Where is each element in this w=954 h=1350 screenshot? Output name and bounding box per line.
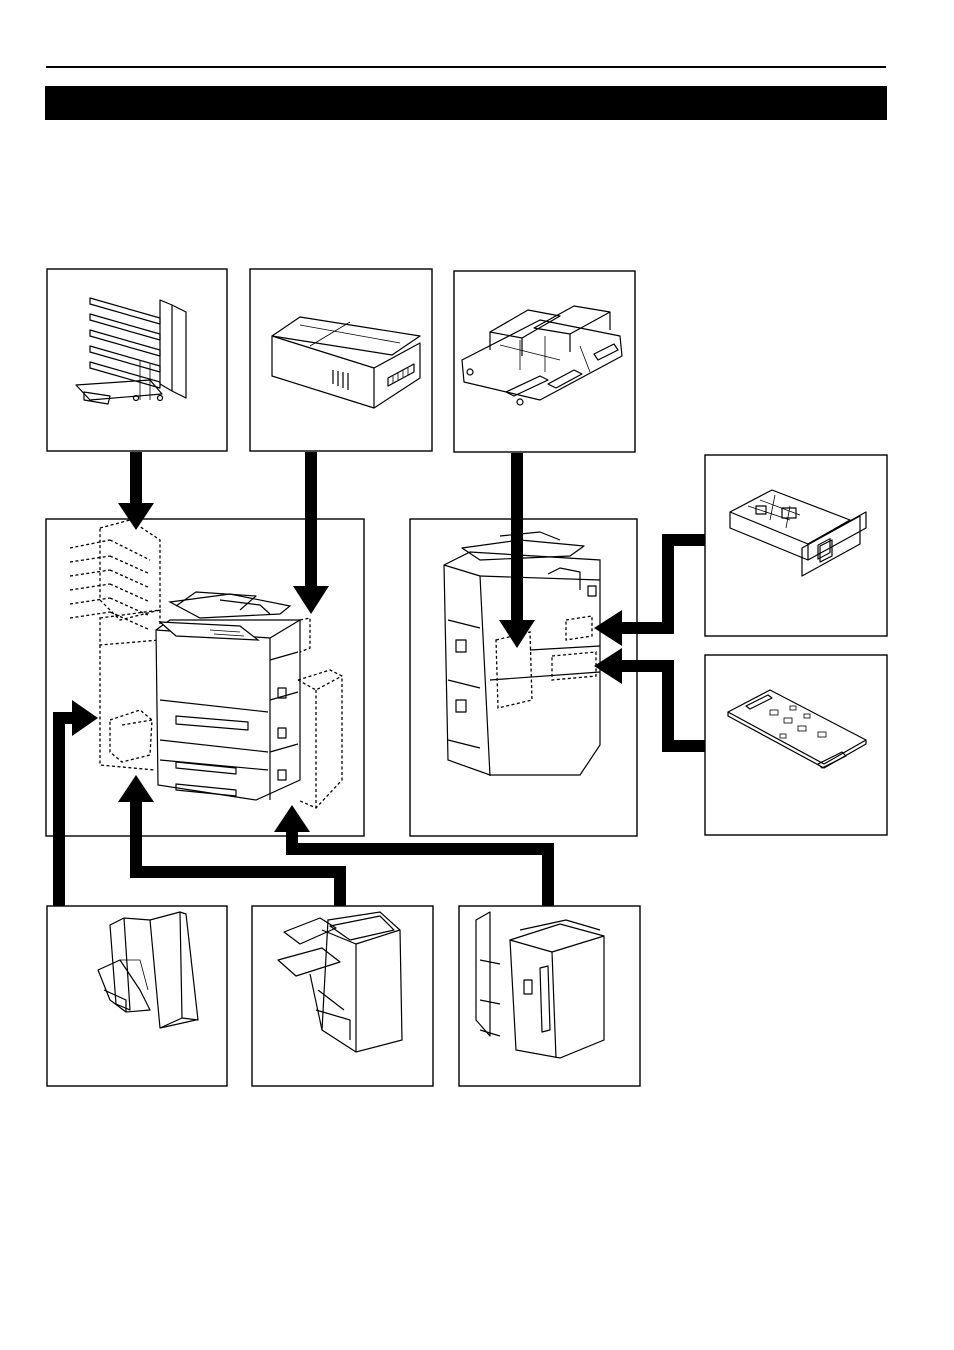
fax-board-icon bbox=[727, 689, 867, 769]
large-capacity-side-feeder-icon bbox=[475, 911, 605, 1059]
copier-rear-view-box bbox=[409, 518, 638, 837]
document-finisher-icon bbox=[97, 911, 199, 1029]
side-feeder-option-box bbox=[458, 905, 641, 1087]
hard-disk-option-box bbox=[249, 268, 433, 452]
header-rule bbox=[46, 66, 886, 68]
copier-front-icon bbox=[69, 519, 343, 809]
network-interface-card-icon bbox=[729, 489, 867, 577]
copier-front-view-box bbox=[45, 518, 365, 837]
hard-disk-unit-icon bbox=[271, 316, 421, 409]
sorter-option-box bbox=[46, 268, 228, 452]
document-finisher-option-box bbox=[46, 905, 228, 1087]
multi-bin-sorter-icon bbox=[75, 297, 187, 405]
copier-rear-icon bbox=[443, 531, 601, 777]
printer-board-icon bbox=[461, 305, 623, 406]
booklet-finisher-icon bbox=[277, 911, 403, 1053]
fax-board-option-box bbox=[704, 654, 888, 836]
booklet-finisher-option-box bbox=[251, 905, 434, 1087]
printer-board-option-box bbox=[453, 270, 636, 453]
connector-arrows bbox=[53, 452, 705, 906]
section-title-bar bbox=[45, 86, 887, 120]
network-card-option-box bbox=[704, 454, 888, 637]
